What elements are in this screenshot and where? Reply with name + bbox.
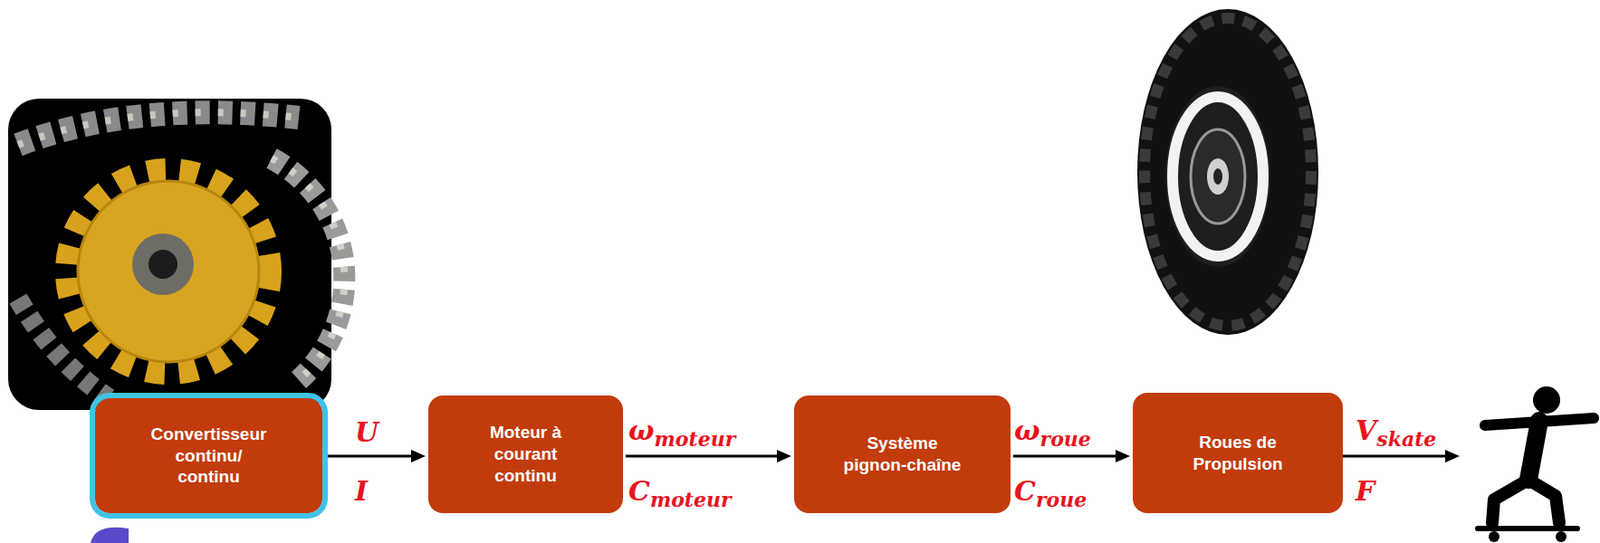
flow-arrow <box>1013 450 1131 463</box>
signal-symbol: I <box>354 475 368 508</box>
decor-shape <box>90 527 129 543</box>
process-box: Système pignon-chaîne <box>794 395 1011 514</box>
sprocket-photo <box>8 98 345 411</box>
signal-symbol: C <box>1014 475 1036 508</box>
box-label: Moteur à courant continu <box>471 421 581 487</box>
flow-arrow <box>325 450 426 463</box>
process-box: Convertisseur continu/ continu <box>95 398 323 514</box>
signal-name: I <box>354 478 368 506</box>
skater-icon <box>1477 386 1594 543</box>
signal-symbol: V <box>1355 414 1377 447</box>
wheel-photo <box>1137 9 1319 336</box>
process-box: Moteur à courant continu <box>428 395 623 514</box>
box-label: Convertisseur continu/ continu <box>145 423 273 489</box>
signal-subscript: roue <box>1040 427 1092 451</box>
signal-subscript: roue <box>1035 488 1087 512</box>
signal-name: ωmoteur <box>628 417 736 445</box>
signal-name: Croue <box>1014 478 1087 506</box>
signal-name: U <box>354 419 379 447</box>
flow-arrow <box>625 450 792 463</box>
signal-name: Cmoteur <box>628 478 732 506</box>
signal-subscript: moteur <box>654 427 737 451</box>
box-label: Système pignon-chaîne <box>834 432 971 477</box>
signal-symbol: U <box>354 416 379 449</box>
output-arrow <box>1342 450 1460 463</box>
signal-symbol: F <box>1355 475 1375 508</box>
signal-subscript: moteur <box>650 488 732 512</box>
signal-symbol: ω <box>628 414 655 447</box>
signal-name: F <box>1355 478 1375 506</box>
signal-subscript: skate <box>1376 427 1437 451</box>
process-box: Roues de Propulsion <box>1132 392 1343 514</box>
signal-name: ωroue <box>1014 417 1092 445</box>
signal-symbol: ω <box>1014 414 1041 447</box>
signal-name: Vskate <box>1355 417 1437 445</box>
box-label: Roues de Propulsion <box>1183 431 1293 476</box>
signal-symbol: C <box>628 475 651 508</box>
